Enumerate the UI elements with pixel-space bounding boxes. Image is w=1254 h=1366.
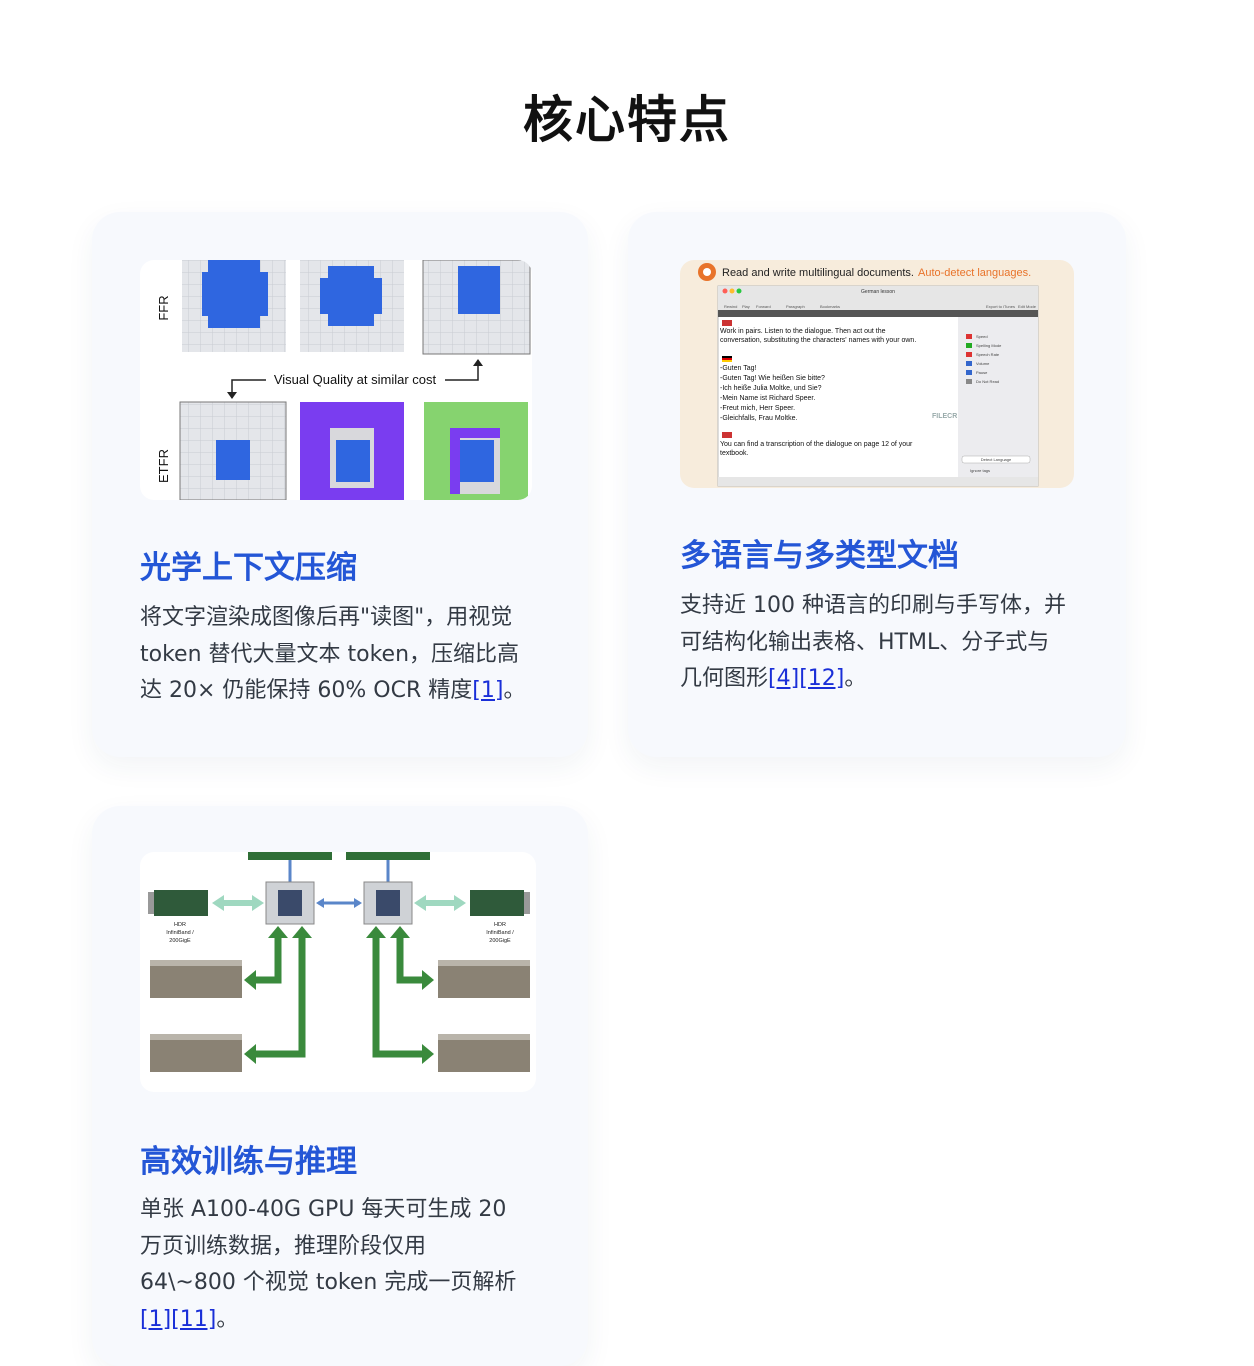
doc-line-de: -Guten Tag! [720,365,757,372]
desc-line: token 替代大量文本 token，压缩比高 [140,641,520,667]
toolbar-bookmarks[interactable]: Bookmarks [820,304,840,309]
toolbar-play[interactable]: Play [742,304,750,309]
detect-language-button[interactable]: Detect Language [981,457,1012,462]
side-item-volume[interactable]: Volume [976,361,990,366]
multilingual-app-screenshot: Read and write multilingual documents. Au… [698,263,1039,487]
nic-label-left: HDR [174,922,186,928]
toolbar-paragraph[interactable]: Paragraph [786,304,805,309]
card-title: 光学上下文压缩 [140,550,357,586]
doc-line: textbook. [720,450,748,457]
card-title: 高效训练与推理 [140,1144,357,1180]
ignore-tags-checkbox[interactable]: Ignore tags [970,468,990,473]
desc-end: 。 [844,666,867,691]
desc-end: 。 [503,678,526,703]
desc-line: 支持近 100 种语言的印刷与手写体，并 [680,593,1066,618]
card-description: 支持近 100 种语言的印刷与手写体，并 可结构化输出表格、HTML、分子式与 … [680,588,1100,698]
doc-line-de: -Guten Tag! Wie heißen Sie bitte? [720,375,825,382]
desc-line: 万页训练数据，推理阶段仅用 [140,1233,427,1259]
window-title: German lesson [861,289,895,295]
desc-text: 几何图形 [680,666,769,691]
feature-card-optical-compression: FFR ETFR Visual Quality at similar cost … [92,212,588,757]
desc-text: 达 20× 仍能保持 60% OCR 精度 [140,678,473,703]
nic-label-left: 200GigE [169,938,191,944]
reference-link-1[interactable]: [1] [472,678,504,703]
nic-label-right: 200GigE [489,938,511,944]
desc-line: 64\~800 个视觉 token 完成一页解析 [140,1270,517,1295]
figure-caption: Visual Quality at similar cost [274,372,437,387]
figure-header-text: Read and write multilingual documents. [722,267,914,279]
doc-line-de: -Ich heiße Julia Moltke, und Sie? [720,385,822,392]
figure-header-accent: Auto-detect languages. [918,267,1031,279]
side-item-do-not-read[interactable]: Do Not Read [976,379,999,384]
svg-text:Read and write multilingual do: Read and write multilingual documents. Au… [722,267,1031,279]
gpu-topology-figure: HDR InfiniBand / 200GigE HDR InfiniBand … [140,852,536,1092]
reference-link-12[interactable]: [12] [799,666,845,691]
side-item-rate[interactable]: Speech Rate [976,352,1000,357]
side-item-speed[interactable]: Speed [976,334,988,339]
desc-line-last: 几何图形[4][12]。 [680,661,1100,698]
watermark: FILECR [932,413,957,420]
doc-line: You can find a transcription of the dial… [720,441,913,448]
side-item-spelling[interactable]: Spelling Mode [976,343,1002,348]
doc-line: Work in pairs. Listen to the dialogue. T… [720,328,886,335]
toolbar-rewind[interactable]: Rewind [724,304,737,309]
toolbar-export[interactable]: Export to iTunes [986,304,1015,309]
desc-line-last: [1][11]。 [140,1302,560,1339]
gpu-topology-diagram: HDR InfiniBand / 200GigE HDR InfiniBand … [148,852,530,1072]
row-label-etfr: ETFR [156,449,171,483]
card-title: 多语言与多类型文档 [680,538,959,574]
page-title: 核心特点 [523,91,731,149]
toolbar-forward[interactable]: Forward [756,304,771,309]
side-item-pause[interactable]: Pause [976,370,988,375]
reference-link-11[interactable]: [11] [171,1306,217,1332]
reference-link-4[interactable]: [4] [768,666,800,691]
desc-line: 可结构化输出表格、HTML、分子式与 [680,629,1050,655]
card-description: 将文字渲染成图像后再"读图"，用视觉 token 替代大量文本 token，压缩… [140,600,560,710]
doc-line: conversation, substituting the character… [720,337,916,344]
desc-end: 。 [216,1306,239,1332]
doc-line-de: -Mein Name ist Richard Speer. [720,395,815,402]
toolbar-edit-mode[interactable]: Edit Mode [1018,304,1037,309]
desc-line: 单张 A100-40G GPU 每天可生成 20 [140,1197,507,1222]
reference-link-1[interactable]: [1] [140,1306,172,1332]
row-label-ffr: FFR [156,295,171,320]
doc-line-de: -Freut mich, Herr Speer. [720,405,795,412]
card-description: 单张 A100-40G GPU 每天可生成 20 万页训练数据，推理阶段仅用 6… [140,1192,560,1338]
desc-line: 将文字渲染成图像后再"读图"，用视觉 [140,605,513,630]
feature-card-training-inference: HDR InfiniBand / 200GigE HDR InfiniBand … [92,806,588,1366]
ffr-etfr-figure: FFR ETFR Visual Quality at similar cost [140,260,532,500]
desc-line-last: 达 20× 仍能保持 60% OCR 精度[1]。 [140,673,560,710]
doc-line-de: -Gleichfalls, Frau Moltke. [720,415,797,422]
nic-label-right: HDR [494,922,506,928]
nic-label-left: InfiniBand / [166,930,194,936]
nic-label-right: InfiniBand / [486,930,514,936]
app-screenshot-figure: Read and write multilingual documents. Au… [680,260,1074,488]
ffr-etfr-diagram: FFR ETFR Visual Quality at similar cost [156,260,531,500]
feature-card-multilingual: Read and write multilingual documents. Au… [628,212,1126,757]
